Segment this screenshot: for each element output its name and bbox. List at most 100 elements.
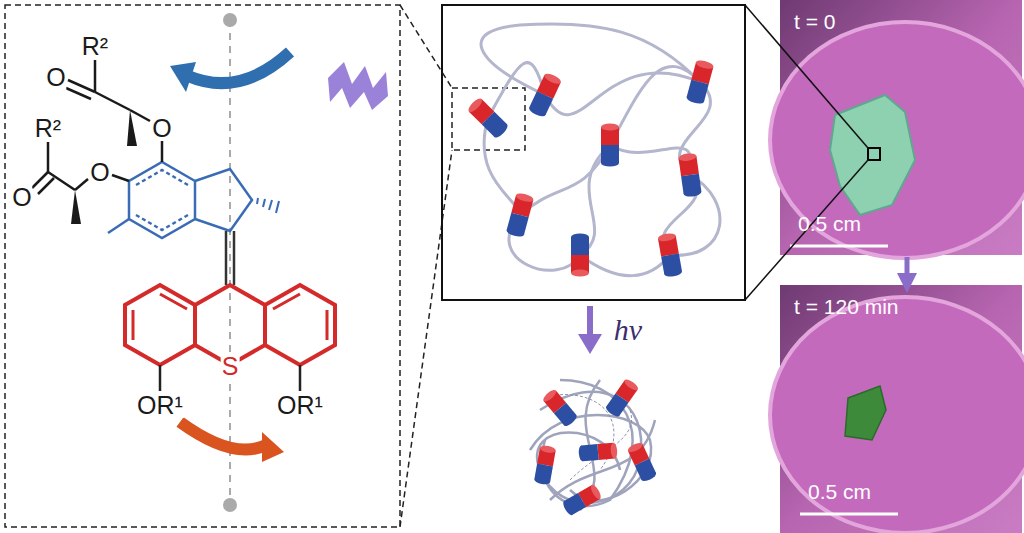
drawing-shape <box>233 231 236 285</box>
network-frame <box>442 5 745 300</box>
drawing-shape <box>129 162 195 238</box>
drawing-shape <box>481 24 700 95</box>
drawing-shape <box>161 141 164 162</box>
drawing-shape <box>770 22 1024 258</box>
drawing-shape <box>571 233 589 276</box>
light-arrow <box>578 306 602 354</box>
drawing-shape <box>263 199 265 207</box>
process-arrow <box>905 257 910 283</box>
drawing-shape <box>66 88 91 99</box>
drawing-shape <box>108 219 129 233</box>
drawing-shape <box>400 150 452 527</box>
drawing-shape <box>830 95 915 215</box>
drawing-shape <box>770 297 1024 533</box>
photo-panel: t = 120 min 0.5 cm <box>780 285 1022 533</box>
side-chains <box>32 60 162 194</box>
drawing-shape <box>265 285 335 365</box>
atom-label: O <box>45 64 66 90</box>
drawing-shape <box>125 285 195 365</box>
photo-initial <box>770 0 1024 258</box>
drawing-shape <box>112 175 129 181</box>
drawing-shape <box>38 178 54 194</box>
drawing-shape <box>160 294 187 309</box>
drawing-shape <box>130 110 150 121</box>
motor-units <box>466 59 714 278</box>
scale-bar-label: 0.5 cm <box>808 480 871 503</box>
drawing-shape <box>223 13 237 27</box>
drawing-shape <box>790 245 888 248</box>
light-bolt <box>328 62 388 110</box>
polymer-strands <box>481 24 720 276</box>
zoom-frame <box>5 5 525 527</box>
atom-label: OR¹ <box>276 392 324 418</box>
drawing-shape <box>159 365 162 391</box>
drawing-shape <box>257 198 279 213</box>
drawing-shape <box>71 190 81 224</box>
photo-panel: t = 0 0.5 cm <box>780 0 1022 255</box>
atom-label: O <box>151 115 172 141</box>
drawing-shape <box>528 72 563 119</box>
zoom-lines <box>745 5 868 300</box>
drawing-shape <box>578 334 602 354</box>
drawing-shape <box>262 432 284 462</box>
time-label: t = 0 <box>794 10 835 33</box>
drawing-shape <box>5 5 400 527</box>
drawing-shape <box>745 5 868 148</box>
drawing-shape <box>225 231 228 285</box>
time-label: t = 120 min <box>794 295 898 318</box>
drawing-shape <box>506 192 535 238</box>
atom-label: R² <box>81 33 109 59</box>
atom-label: O <box>11 184 32 210</box>
drawing-shape <box>580 255 670 276</box>
drawing-shape <box>223 498 237 512</box>
drawing-shape <box>195 169 252 231</box>
light-symbol: hν <box>613 314 643 346</box>
drawing-shape <box>132 310 135 340</box>
drawing-shape <box>570 410 632 480</box>
drawing-shape <box>587 306 593 338</box>
drawing-shape <box>276 201 279 213</box>
drawing-shape <box>229 20 231 505</box>
atom-label: S <box>221 353 240 379</box>
drawing-shape <box>94 60 97 92</box>
drawing-shape <box>604 378 639 419</box>
drawing-shape <box>678 152 702 197</box>
drawing-shape <box>136 170 188 185</box>
drawing-shape <box>466 96 509 139</box>
drawing-shape <box>269 200 272 210</box>
drawing-shape <box>400 5 452 88</box>
drawing-shape <box>657 232 682 278</box>
drawing-shape <box>95 92 130 110</box>
drawing-shape <box>578 442 618 461</box>
atom-label: R² <box>34 115 62 141</box>
drawing-shape <box>800 513 898 516</box>
photo-final <box>770 285 1024 533</box>
drawing-shape <box>745 160 868 300</box>
drawing-shape <box>127 110 137 146</box>
scale-bar-label: 0.5 cm <box>798 212 861 235</box>
atom-label: O <box>89 159 110 185</box>
drawing-shape <box>845 386 886 440</box>
drawing-shape <box>542 388 579 428</box>
drawing-shape <box>601 123 619 166</box>
drawing-shape <box>627 441 658 483</box>
drawing-shape <box>75 179 88 190</box>
drawing-shape <box>561 483 602 516</box>
drawing-shape <box>686 59 715 105</box>
drawing-shape <box>534 445 556 486</box>
drawing-shape <box>545 73 700 115</box>
drawing-shape <box>170 62 196 92</box>
drawing-shape <box>188 52 290 83</box>
drawing-shape <box>326 310 329 340</box>
drawing-shape <box>452 88 525 150</box>
drawing-shape <box>520 145 610 215</box>
rotation-arrows <box>170 52 290 462</box>
atom-label: OR¹ <box>136 392 184 418</box>
contracted-network <box>530 378 657 517</box>
drawing-shape <box>47 142 50 172</box>
drawing-shape <box>195 285 265 305</box>
drawing-shape <box>610 66 700 145</box>
stereo-wedges <box>71 110 137 224</box>
